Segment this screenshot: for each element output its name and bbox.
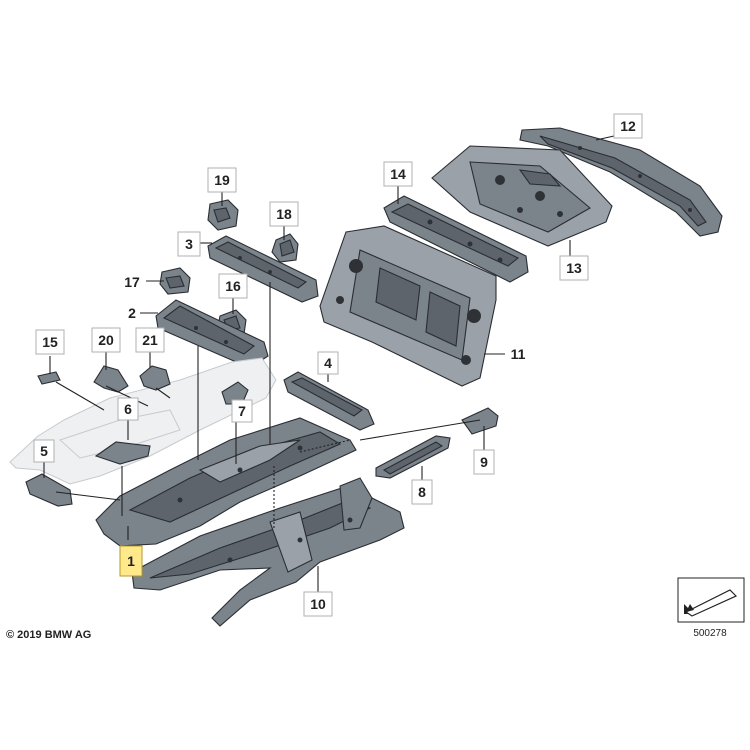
callout-18[interactable]: 18 <box>269 201 299 227</box>
callout-19[interactable]: 19 <box>207 167 237 193</box>
part-6-bracket[interactable] <box>94 441 151 465</box>
part-14-rear-cross-member[interactable] <box>383 195 529 283</box>
callout-21[interactable]: 21 <box>135 327 165 353</box>
part-21-bracket[interactable] <box>139 365 171 391</box>
callout-4[interactable]: 4 <box>317 351 339 375</box>
callout-14-number: 14 <box>390 166 406 182</box>
callout-4-number: 4 <box>324 355 332 371</box>
callout-6[interactable]: 6 <box>117 397 139 421</box>
part-8-side-bracket[interactable] <box>375 435 451 479</box>
callout-1[interactable]: 1 <box>119 545 143 577</box>
callout-3[interactable]: 3 <box>177 231 201 257</box>
part-10-side-frame[interactable] <box>131 477 405 627</box>
callout-8[interactable]: 8 <box>411 479 433 505</box>
part-9-bracket[interactable] <box>461 407 499 435</box>
callout-15-number: 15 <box>42 334 58 350</box>
orientation-arrow-icon <box>677 577 745 623</box>
part-7-bracket[interactable] <box>221 381 249 405</box>
callout-9[interactable]: 9 <box>473 449 495 475</box>
callout-13-number: 13 <box>566 260 582 276</box>
callout-14[interactable]: 14 <box>383 161 413 187</box>
callout-3-number: 3 <box>185 236 193 252</box>
callout-17-number: 17 <box>124 274 140 290</box>
callout-11-number: 11 <box>511 346 526 362</box>
callout-16-number: 16 <box>225 278 241 294</box>
callout-6-number: 6 <box>124 401 132 417</box>
callout-18-number: 18 <box>276 206 292 222</box>
part-13-parcel-shelf[interactable] <box>431 145 613 247</box>
callout-8-number: 8 <box>418 484 426 500</box>
callout-10-number: 10 <box>310 596 326 612</box>
leader-lines <box>43 135 615 592</box>
callout-16[interactable]: 16 <box>218 273 248 299</box>
callout-11[interactable]: 11 <box>511 346 526 362</box>
part-19-bracket[interactable] <box>207 199 239 231</box>
callout-7[interactable]: 7 <box>231 399 253 423</box>
callout-21-number: 21 <box>142 332 158 348</box>
callout-20[interactable]: 20 <box>91 327 121 353</box>
callout-15[interactable]: 15 <box>35 329 65 355</box>
callout-20-number: 20 <box>98 332 114 348</box>
part-4-side-bracket[interactable] <box>283 371 375 431</box>
callout-5-number: 5 <box>40 443 48 459</box>
part-17-bracket[interactable] <box>159 267 191 295</box>
callout-12[interactable]: 12 <box>613 113 643 139</box>
part-2-front-cross-member[interactable] <box>155 299 269 369</box>
part-12-rear-cross-rail[interactable] <box>519 127 723 237</box>
part-18-bracket[interactable] <box>271 233 299 263</box>
part-5-bracket[interactable] <box>25 473 73 507</box>
part-20-bracket[interactable] <box>93 365 129 393</box>
part-1-floor-pan[interactable] <box>9 357 357 547</box>
diagram-reference-number: 500278 <box>693 628 727 639</box>
callout-7-number: 7 <box>238 403 246 419</box>
callout-2[interactable]: 2 <box>128 305 136 321</box>
callout-10[interactable]: 10 <box>303 591 333 617</box>
callout-5[interactable]: 5 <box>33 439 55 463</box>
callout-12-number: 12 <box>620 118 636 134</box>
part-3-seat-cross-member[interactable] <box>207 235 319 303</box>
copyright-text: © 2019 BMW AG <box>6 629 91 641</box>
callout-1-number: 1 <box>127 553 135 569</box>
callout-9-number: 9 <box>480 454 488 470</box>
callout-2-number: 2 <box>128 305 136 321</box>
callout-17[interactable]: 17 <box>124 274 140 290</box>
part-11-rear-bulkhead[interactable] <box>319 225 497 387</box>
callout-19-number: 19 <box>214 172 230 188</box>
callout-13[interactable]: 13 <box>559 255 589 281</box>
